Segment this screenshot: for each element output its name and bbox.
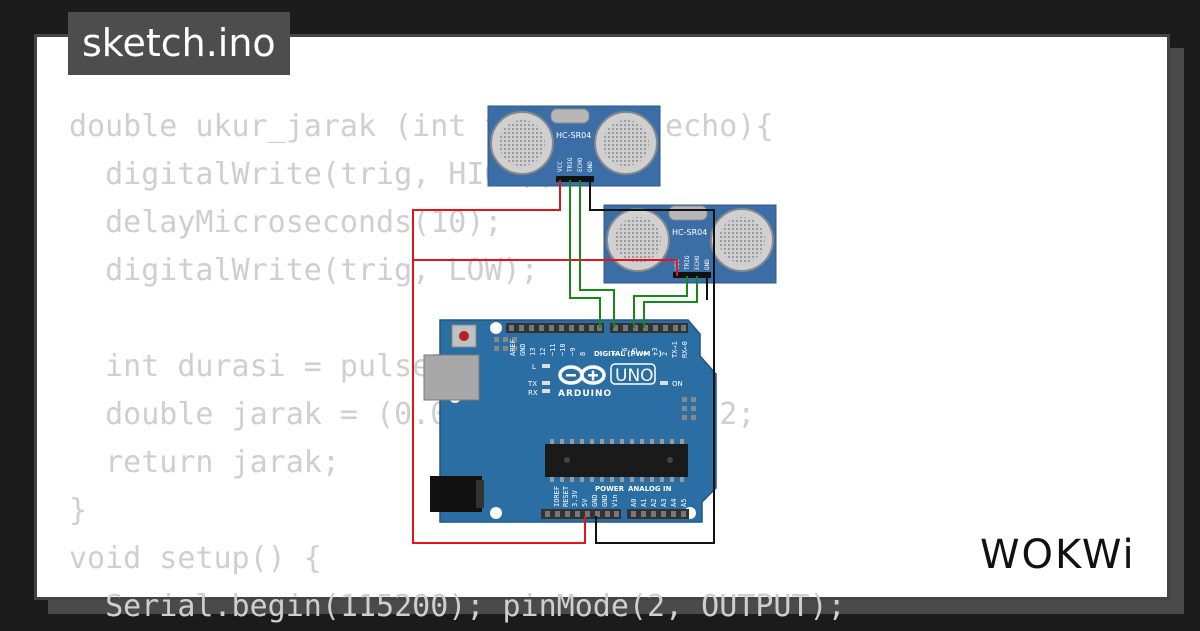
svg-text:AREF: AREF <box>509 339 517 356</box>
svg-text:GND: GND <box>591 494 599 507</box>
wire-vcc <box>412 180 586 544</box>
code-line: digitalWrite(trig, LOW); <box>69 253 539 288</box>
svg-text:8: 8 <box>579 352 587 356</box>
sensor-2-model: HC-SR04 <box>672 228 707 237</box>
svg-text:IOREF: IOREF <box>553 486 561 507</box>
svg-text:L: L <box>532 363 536 371</box>
svg-text:A3: A3 <box>660 499 668 507</box>
svg-text:GND: GND <box>601 494 609 507</box>
svg-text:VCC: VCC <box>557 161 564 172</box>
wire-trig-2 <box>633 276 688 328</box>
svg-text:GND: GND <box>519 343 527 356</box>
svg-text:WOKWi: WOKWi <box>980 532 1136 578</box>
arduino-uno-board[interactable]: AREF GND 13 12 ~11 ~10 ~9 8 7 ~6 ~5 4 ~3… <box>423 319 717 523</box>
sensor-1-pin-labels: VCC TRIG ECHO GND <box>557 157 594 172</box>
svg-text:~3: ~3 <box>651 348 659 356</box>
svg-text:5V: 5V <box>581 498 589 507</box>
svg-text:ECHO: ECHO <box>694 255 701 270</box>
svg-text:TX→1: TX→1 <box>671 341 679 358</box>
analog-label: ANALOG IN <box>628 485 672 493</box>
svg-text:4: 4 <box>641 352 649 356</box>
svg-text:2: 2 <box>661 352 669 356</box>
svg-text:TRIG: TRIG <box>567 157 574 172</box>
usb-port <box>423 354 480 401</box>
svg-text:TRIG: TRIG <box>684 255 691 270</box>
svg-text:ON: ON <box>672 380 683 388</box>
power-pin-labels: IOREF RESET 3.3V 5V GND GND Vin <box>553 485 619 507</box>
infinity-logo-icon <box>558 365 606 385</box>
analog-header <box>627 509 689 519</box>
analog-pin-labels: A0 A1 A2 A3 A4 A5 <box>630 499 688 507</box>
svg-text:A4: A4 <box>670 499 678 507</box>
svg-text:GND: GND <box>704 259 711 270</box>
svg-text:~11: ~11 <box>549 343 557 356</box>
power-header <box>541 509 621 519</box>
svg-text:A5: A5 <box>680 499 688 507</box>
digital-header-left <box>506 323 604 333</box>
digital-label: DIGITAL (PWM ~) <box>594 350 662 358</box>
wires <box>412 180 715 544</box>
wire-echo-1 <box>579 180 615 328</box>
svg-text:A0: A0 <box>630 499 638 507</box>
svg-text:~6: ~6 <box>621 348 629 356</box>
board-model: UNO <box>615 366 654 386</box>
power-jack <box>430 476 482 512</box>
wire-vcc-2 <box>413 259 678 276</box>
svg-text:~9: ~9 <box>569 348 577 356</box>
svg-text:RX←0: RX←0 <box>681 341 689 358</box>
sensor-1-model: HC-SR04 <box>556 131 591 140</box>
svg-text:~10: ~10 <box>559 343 567 356</box>
status-leds: L TX RX ON <box>527 363 683 397</box>
svg-text:12: 12 <box>539 348 547 356</box>
sketch-title-tab[interactable]: sketch.ino <box>68 12 290 75</box>
svg-text:Vin: Vin <box>611 494 619 507</box>
svg-text:3.3V: 3.3V <box>571 489 579 507</box>
svg-text:A1: A1 <box>640 499 648 507</box>
svg-text:RESET: RESET <box>562 485 570 507</box>
svg-text:GND: GND <box>587 161 594 172</box>
svg-text:13: 13 <box>529 348 537 356</box>
wire-gnd <box>589 180 715 544</box>
svg-text:~5: ~5 <box>631 348 639 356</box>
digital-pin-labels: AREF GND 13 12 ~11 ~10 ~9 8 7 ~6 ~5 4 ~3… <box>509 339 689 358</box>
svg-text:ECHO: ECHO <box>577 157 584 172</box>
ultrasonic-sensor-2[interactable]: HC-SR04 VCC TRIG ECHO GND <box>603 204 777 284</box>
digital-header-right <box>610 323 688 333</box>
code-line: void setup() { <box>69 541 322 576</box>
ultrasonic-sensor-1[interactable]: HC-SR04 VCC TRIG ECHO GND <box>487 105 661 187</box>
board-brand: ARDUINO <box>558 389 612 399</box>
svg-text:A2: A2 <box>650 499 658 507</box>
svg-text:7: 7 <box>611 352 619 356</box>
code-line: Serial.begin(115200); pinMode(2, OUTPUT)… <box>69 589 846 624</box>
code-line: return jarak; <box>69 445 340 480</box>
svg-text:RX: RX <box>528 389 538 397</box>
power-label: POWER <box>595 485 625 493</box>
code-line: } <box>69 493 88 528</box>
wokwi-logo: WOKWi <box>980 532 1136 578</box>
wire-echo-2 <box>643 276 698 328</box>
svg-text:TX: TX <box>527 380 537 388</box>
wire-trig-1 <box>569 180 601 328</box>
